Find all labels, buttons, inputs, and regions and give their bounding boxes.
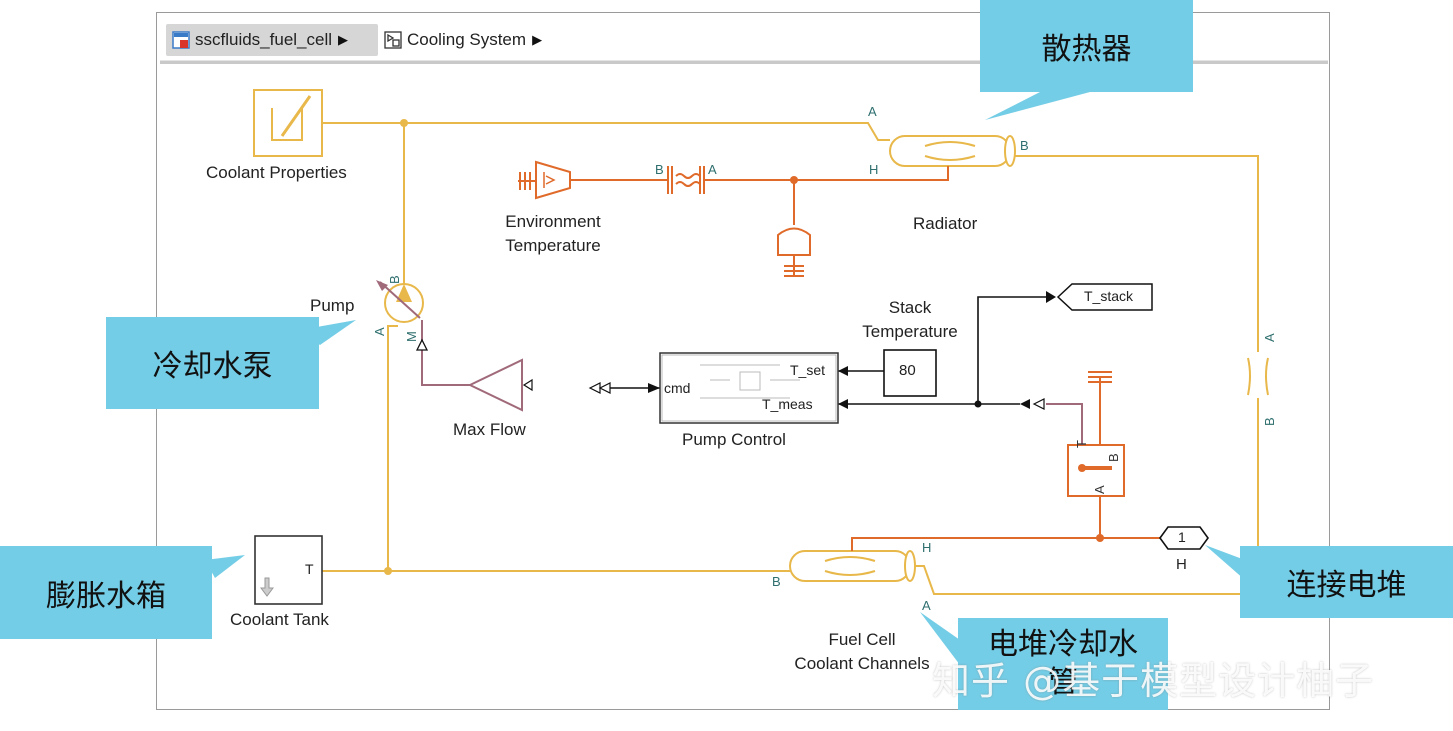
coolant-properties-label: Coolant Properties — [206, 163, 347, 182]
callout-radiator: 散热器 — [980, 0, 1193, 92]
temperature-sensor-block[interactable] — [1067, 371, 1125, 497]
fuel-cell-coolant-channels-block[interactable] — [789, 550, 916, 582]
fuel-cell-port-a: A — [922, 598, 931, 613]
thermal-mass-block[interactable] — [777, 227, 811, 277]
radiator-label: Radiator — [913, 214, 978, 233]
pump-control-input-port: cmd — [664, 380, 691, 396]
callout-pointer — [985, 92, 1090, 120]
pump-control-label: Pump Control — [682, 430, 786, 449]
thermal-liquid-lines — [322, 122, 1259, 595]
max-flow-gain-block[interactable] — [467, 358, 533, 412]
callout-pointer — [205, 555, 245, 578]
label-line: Environment — [505, 212, 601, 231]
thermal-port-b: B — [655, 162, 664, 177]
toolbar-divider — [160, 60, 1328, 64]
coolant-properties-block[interactable] — [253, 89, 323, 157]
signal-arrow-icon — [838, 399, 848, 409]
subsystem-icon — [384, 31, 402, 49]
radiator-block[interactable] — [889, 135, 1016, 167]
thermal-lines — [570, 166, 1160, 551]
watermark: 知乎 @基于模型设计柚子 — [932, 659, 1375, 703]
sensor-port-a: A — [1092, 485, 1107, 494]
pump-control-block[interactable] — [659, 352, 839, 424]
breadcrumb-item-model[interactable]: sscfluids_fuel_cell ▶ — [166, 24, 378, 56]
pipe-break-symbol — [1247, 357, 1269, 396]
coolant-tank-label: Coolant Tank — [230, 610, 329, 629]
radiator-port-b: B — [1020, 138, 1029, 153]
port-arrow-icon — [588, 382, 611, 394]
stack-temperature-label: Stack Temperature — [840, 296, 980, 344]
pump-port-m: M — [404, 331, 419, 342]
goto-tag-label: T_stack — [1084, 288, 1134, 304]
junction-dot — [384, 567, 392, 575]
connection-port-label: H — [1176, 556, 1187, 573]
fuel-cell-port-b: B — [772, 574, 781, 589]
breadcrumb-label: sscfluids_fuel_cell — [195, 30, 333, 49]
port-arrow-icon — [415, 338, 429, 351]
pipe-port-b: B — [1262, 417, 1277, 426]
pump-port-b: B — [387, 275, 402, 284]
port-arrow-icon — [1032, 398, 1045, 410]
callout-pump: 冷却水泵 — [106, 317, 319, 409]
fuel-cell-coolant-channels-label: Fuel Cell Coolant Channels — [772, 628, 952, 676]
junction-dot — [790, 176, 798, 184]
label-line: Fuel Cell — [828, 630, 896, 649]
breadcrumb-arrow-icon: ▶ — [338, 32, 349, 47]
callout-pointer — [1205, 545, 1245, 580]
conductive-heat-transfer-block[interactable] — [667, 166, 705, 194]
fuel-cell-port-h: H — [922, 540, 932, 555]
sensor-port-b: B — [1106, 453, 1121, 462]
label-line: Coolant Channels — [794, 654, 930, 673]
coolant-tank-port-label: T — [305, 561, 314, 577]
connection-port-h[interactable] — [1159, 526, 1209, 550]
goto-block[interactable] — [1056, 283, 1153, 311]
pump-control-tmeas-port: T_meas — [762, 396, 813, 412]
radiator-port-a: A — [868, 104, 877, 119]
label-line: Stack — [888, 298, 932, 317]
coolant-tank-block[interactable] — [254, 535, 323, 605]
connection-port-number: 1 — [1178, 529, 1186, 545]
model-icon — [172, 31, 190, 49]
breadcrumb-arrow-icon: ▶ — [532, 32, 543, 47]
pump-port-a: A — [372, 327, 387, 336]
label-line: Temperature — [505, 236, 601, 255]
callout-stack: 连接电堆 — [1240, 546, 1453, 618]
max-flow-label: Max Flow — [453, 420, 526, 439]
thermal-port-a: A — [708, 162, 717, 177]
radiator-port-h: H — [869, 162, 879, 177]
junction-dot — [1096, 534, 1104, 542]
pump-block[interactable] — [376, 280, 424, 323]
breadcrumb-item-subsystem[interactable]: Cooling System ▶ — [378, 24, 578, 56]
signal-arrow-icon — [648, 383, 660, 393]
stack-temperature-constant-block[interactable] — [883, 349, 937, 397]
sensor-port-t: T — [1074, 440, 1089, 448]
junction-dot — [400, 119, 408, 127]
signal-arrow-icon — [1046, 291, 1056, 303]
breadcrumb-label: Cooling System — [407, 30, 527, 49]
constant-value: 80 — [899, 362, 916, 379]
junction-dot — [974, 400, 982, 408]
label-line: Temperature — [862, 322, 958, 341]
signal-arrow-icon — [838, 366, 848, 376]
callout-fuel-cell: 电堆冷却水管 — [958, 618, 1168, 710]
callout-pointer — [920, 612, 960, 665]
pipe-port-a: A — [1262, 333, 1277, 342]
pump-label: Pump — [310, 296, 355, 315]
port-arrow-icon — [1020, 399, 1030, 409]
environment-temperature-label: Environment Temperature — [478, 210, 628, 258]
callout-tank: 膨胀水箱 — [0, 546, 212, 639]
pump-control-tset-port: T_set — [790, 362, 826, 378]
environment-temperature-block[interactable] — [518, 160, 571, 200]
